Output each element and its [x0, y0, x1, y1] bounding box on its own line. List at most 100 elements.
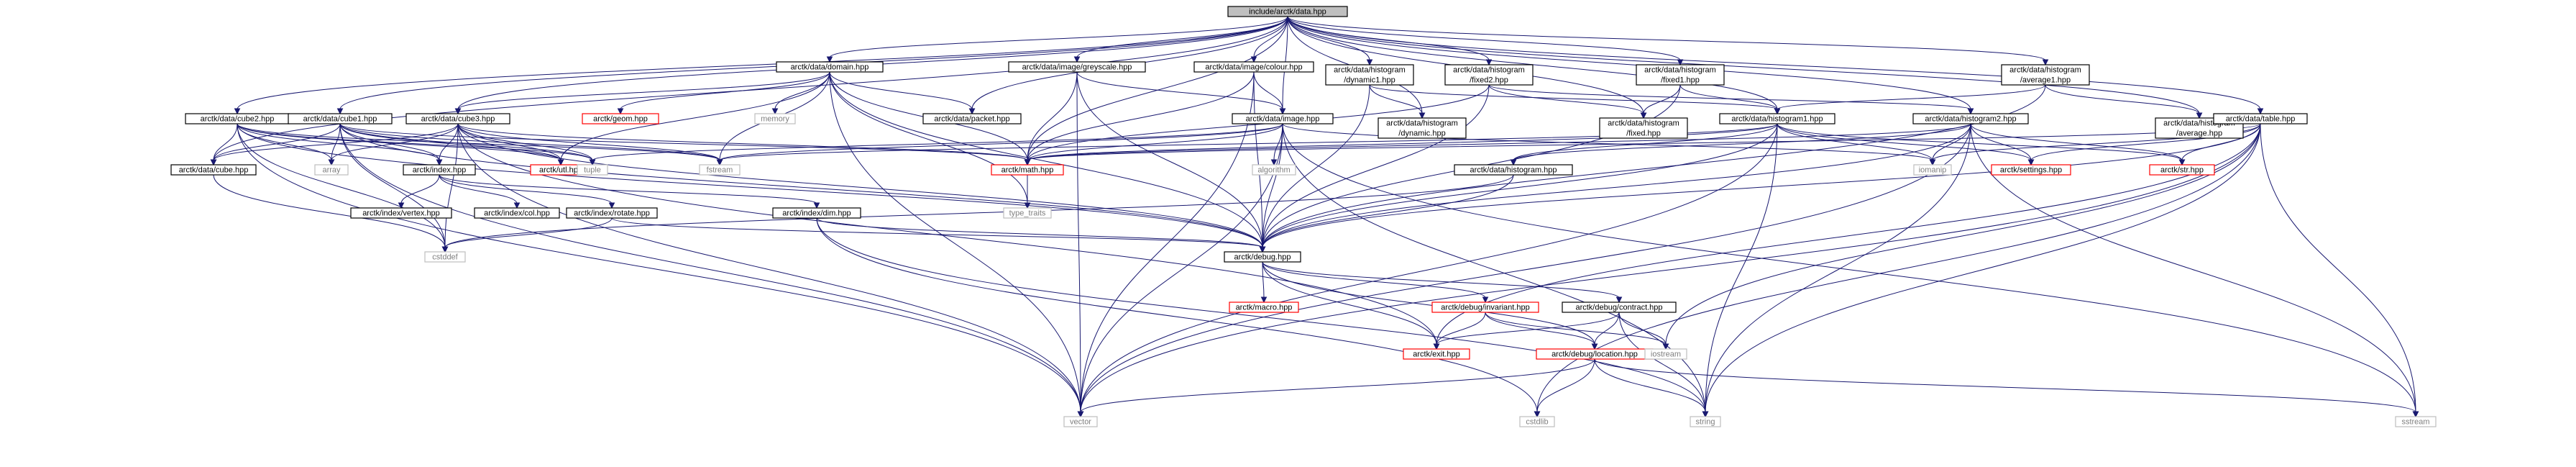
node-colour[interactable]: arctk/data/image/colour.hpp	[1193, 61, 1314, 73]
node-string: string	[1690, 416, 1721, 427]
edge-hdyn1-to-hist1	[1369, 84, 1778, 110]
node-greyscale-label: arctk/data/image/greyscale.hpp	[1022, 63, 1132, 71]
node-utl-label: arctk/utl.hpp	[539, 166, 582, 174]
node-packet[interactable]: arctk/data/packet.hpp	[922, 113, 1022, 124]
node-geom[interactable]: arctk/geom.hpp	[582, 113, 659, 124]
edge-cube3-to-utl	[457, 123, 562, 161]
node-icol[interactable]: arctk/index/col.hpp	[474, 207, 560, 219]
node-cube[interactable]: arctk/data/cube.hpp	[170, 164, 257, 176]
node-typetraits-label: type_traits	[1009, 209, 1046, 217]
node-hfix1-label: arctk/data/histogram	[1644, 65, 1716, 74]
edge-cube2-to-tuple	[237, 123, 593, 161]
node-cstddef-box	[424, 251, 466, 263]
edge-cube2-to-cstddef	[237, 123, 446, 248]
edge-cube3-to-tuple	[457, 123, 593, 161]
node-tuple: tuple	[577, 164, 608, 176]
edge-hist1-to-vector	[1080, 123, 1778, 413]
edge-greyscale-to-image	[1076, 71, 1283, 110]
node-settings[interactable]: arctk/settings.hpp	[1991, 164, 2071, 176]
node-root-box	[1227, 6, 1348, 17]
node-havg1-label: arctk/data/histogram	[2009, 65, 2081, 74]
edge-table-to-iostream	[1665, 123, 2261, 345]
arrowhead-location-to-vector	[1077, 411, 1084, 418]
node-image[interactable]: arctk/data/image.hpp	[1232, 113, 1334, 124]
node-algorithm-box	[1252, 164, 1296, 176]
node-hfix1-box	[1636, 64, 1725, 86]
edge-cube3-to-cube	[213, 123, 459, 161]
edge-colour-to-math	[1027, 71, 1255, 161]
arrowhead-contract-to-location	[1591, 343, 1598, 350]
node-iomanip: iomanip	[1913, 164, 1952, 176]
node-ivertex[interactable]: arctk/index/vertex.hpp	[350, 207, 452, 219]
node-index-box	[403, 164, 476, 176]
node-table[interactable]: arctk/data/table.hpp	[2213, 113, 2308, 124]
arrowhead-debug-to-macro	[1260, 296, 1268, 304]
node-tuple-label: tuple	[584, 166, 601, 174]
node-cstddef: cstddef	[424, 251, 466, 263]
node-cstddef-label: cstddef	[432, 253, 458, 261]
edge-irotate-to-cstddef	[444, 217, 613, 248]
edge-irotate-to-debug	[611, 217, 1263, 248]
node-index[interactable]: arctk/index.hpp	[403, 164, 476, 176]
edge-cube-to-cstddef	[213, 174, 446, 248]
node-hfixed[interactable]: arctk/data/histogram/fixed.hpp	[1599, 117, 1688, 139]
node-root[interactable]: include/arctk/data.hpp	[1227, 6, 1348, 17]
edge-root-to-hdyn1	[1287, 16, 1370, 61]
node-hfix1-label: /fixed1.hpp	[1661, 76, 1700, 84]
node-typetraits-box	[1003, 207, 1052, 219]
node-histo[interactable]: arctk/data/histogram.hpp	[1454, 164, 1573, 176]
node-debug[interactable]: arctk/debug.hpp	[1224, 251, 1301, 263]
node-location[interactable]: arctk/debug/location.hpp	[1536, 348, 1654, 360]
edge-domain-to-cube3	[457, 71, 830, 110]
node-invariant-box	[1431, 301, 1539, 313]
edge-hdyn1-to-hdyn	[1369, 84, 1423, 114]
node-exit[interactable]: arctk/exit.hpp	[1403, 348, 1470, 360]
node-cube-label: arctk/data/cube.hpp	[179, 166, 249, 174]
arrowhead-image-to-tuple	[589, 159, 596, 166]
node-contract[interactable]: arctk/debug/contract.hpp	[1562, 301, 1677, 313]
node-invariant[interactable]: arctk/debug/invariant.hpp	[1431, 301, 1539, 313]
node-sstream-box	[2395, 416, 2437, 427]
edge-root-to-colour	[1253, 16, 1288, 58]
edge-invariant-to-exit	[1436, 312, 1486, 345]
node-hfix1[interactable]: arctk/data/histogram/fixed1.hpp	[1636, 64, 1725, 86]
node-hdyn1[interactable]: arctk/data/histogram/dynamic1.hpp	[1325, 64, 1414, 86]
edge-hist1-to-fstream	[719, 123, 1778, 161]
node-hfix2[interactable]: arctk/data/histogram/fixed2.hpp	[1444, 64, 1534, 86]
node-cube1[interactable]: arctk/data/cube1.hpp	[288, 113, 393, 124]
node-idim[interactable]: arctk/index/dim.hpp	[772, 207, 861, 219]
node-irotate[interactable]: arctk/index/rotate.hpp	[566, 207, 658, 219]
node-domain[interactable]: arctk/data/domain.hpp	[776, 61, 884, 73]
edge-contract-to-iostream	[1618, 312, 1667, 345]
edge-index-to-ivertex	[400, 174, 440, 204]
arrowhead-location-to-string	[1702, 411, 1709, 418]
node-utl[interactable]: arctk/utl.hpp	[530, 164, 592, 176]
node-hdyn[interactable]: arctk/data/histogram/dynamic.hpp	[1378, 117, 1467, 139]
node-math[interactable]: arctk/math.hpp	[991, 164, 1064, 176]
edge-debug-to-exit	[1262, 261, 1437, 345]
node-havg1[interactable]: arctk/data/histogram/average1.hpp	[2001, 64, 2090, 86]
node-cube3[interactable]: arctk/data/cube3.hpp	[405, 113, 510, 124]
arrowhead-table-to-settings	[2027, 159, 2035, 166]
node-str[interactable]: arctk/str.hpp	[2149, 164, 2215, 176]
node-cube2[interactable]: arctk/data/cube2.hpp	[185, 113, 290, 124]
node-hist1[interactable]: arctk/data/histogram1.hpp	[1719, 113, 1835, 124]
edge-hist2-to-str	[1970, 123, 2183, 161]
edge-cube2-to-vector	[237, 123, 1081, 413]
node-settings-box	[1991, 164, 2071, 176]
node-string-label: string	[1696, 417, 1715, 426]
node-greyscale[interactable]: arctk/data/image/greyscale.hpp	[1008, 61, 1146, 73]
edge-hfix2-to-debug	[1262, 84, 1490, 248]
edge-hist1-to-string	[1705, 123, 1778, 413]
edge-table-to-vector	[1080, 123, 2261, 413]
node-hist2-label: arctk/data/histogram2.hpp	[1925, 114, 2016, 123]
edge-table-to-exit	[1436, 123, 2261, 345]
node-hdyn1-label: arctk/data/histogram	[1334, 65, 1406, 74]
node-greyscale-box	[1008, 61, 1146, 73]
edge-hist1-to-iomanip	[1777, 123, 1933, 161]
edge-invariant-to-iostream	[1485, 312, 1667, 345]
arrowhead-hist1-to-fstream	[716, 159, 723, 166]
node-hist2[interactable]: arctk/data/histogram2.hpp	[1912, 113, 2029, 124]
node-macro[interactable]: arctk/macro.hpp	[1229, 301, 1299, 313]
edge-histo-to-cstddef	[444, 174, 1514, 248]
